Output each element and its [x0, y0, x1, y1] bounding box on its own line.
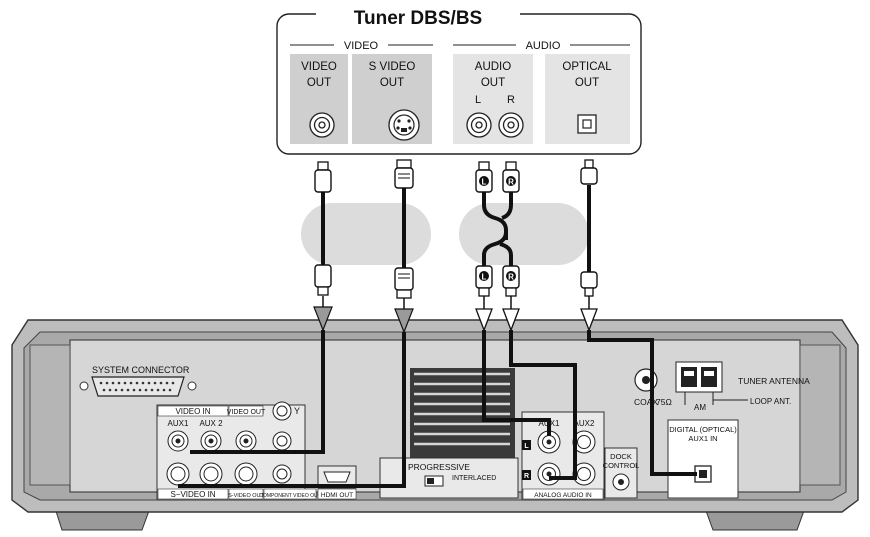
video-aux1-label: AUX1 — [168, 419, 189, 428]
progressive-switch-block: PROGRESSIVE INTERLACED — [379, 457, 519, 499]
audio-group-label: AUDIO — [526, 40, 561, 52]
analog-audio-in-label: ANALOG AUDIO IN — [534, 492, 592, 499]
rca-audio-r-jack-icon — [498, 112, 524, 138]
side-l-label: L — [524, 443, 529, 450]
system-connector: SYSTEM CONNECTOR — [79, 365, 197, 397]
video-plug-top-icon — [314, 161, 332, 193]
audio-cable-highlight — [459, 203, 589, 265]
video-out-label-1: VIDEO — [301, 61, 337, 73]
dock-control-label-2: CONTROL — [603, 461, 640, 470]
system-connector-label: SYSTEM CONNECTOR — [92, 365, 190, 375]
audio-l-label: L — [475, 94, 481, 106]
component-y-jack-icon — [272, 401, 292, 421]
digital-optical-block: DIGITAL (OPTICAL) AUX1 IN — [667, 419, 739, 499]
video-out-jack-icon — [235, 430, 257, 452]
video-cable-highlight — [301, 203, 431, 265]
video-aux2-jack-icon — [200, 430, 222, 452]
audio-r-plug-top-icon: R — [502, 161, 520, 193]
cable-routing — [178, 330, 697, 488]
audio-l-input-arrow-icon — [475, 296, 493, 332]
antenna-block: COAX 75Ω AM LOOP ANT. TUNER ANTENNA — [634, 361, 810, 412]
side-r-label: R — [524, 473, 529, 480]
svideo-out-label: S-VIDEO OUT — [228, 493, 264, 499]
svideo-plug-bottom-icon — [394, 267, 414, 299]
dock-control-label-1: DOCK — [610, 452, 632, 461]
svideo-out-jack-icon — [234, 462, 258, 486]
optical-jack-icon — [577, 114, 597, 134]
progressive-label: PROGRESSIVE — [408, 462, 470, 472]
audio-r-plug-bottom-icon: R — [502, 265, 520, 297]
svideo-out-label-2: OUT — [380, 77, 404, 89]
svideo-in-label: S−VIDEO IN — [170, 490, 215, 499]
video-in-label: VIDEO IN — [175, 407, 210, 416]
analog-aux2-r-jack-icon — [572, 462, 596, 486]
video-plug-bottom-icon — [314, 264, 332, 296]
audio-out-label-2: OUT — [481, 77, 505, 89]
svideo-plug-top-icon — [394, 159, 414, 189]
svideo-in-aux2-jack-icon — [199, 462, 223, 486]
audio-r-input-arrow-icon — [502, 296, 520, 332]
optical-out-label-1: OPTICAL — [562, 61, 612, 73]
rca-video-jack-icon — [309, 112, 335, 138]
audio-l-plug-bottom-icon: L — [475, 265, 493, 297]
coax-ohm-label: 75Ω — [656, 397, 672, 407]
component-video-out-label: COMPONENT VIDEO OUT — [259, 493, 320, 499]
tuner-antenna-label: TUNER ANTENNA — [738, 376, 810, 386]
optical-plug-bottom-icon — [580, 271, 598, 297]
analog-aux1-r-jack-icon — [537, 462, 561, 486]
hdmi-out-block: HDMI OUT — [317, 465, 357, 500]
analog-aux2-label: AUX2 — [574, 419, 595, 428]
video-out-label-2: OUT — [307, 77, 331, 89]
component-pr-jack-icon — [272, 464, 292, 484]
audio-r-label: R — [507, 94, 515, 106]
audio-l-plug-top-icon: L — [475, 161, 493, 193]
video-out-label: VIDEO OUT — [227, 409, 266, 416]
video-input-arrow-icon — [313, 296, 333, 332]
svideo-in-aux1-jack-icon — [166, 462, 190, 486]
optical-out-label-2: OUT — [575, 77, 599, 89]
optical-plug-top-icon — [580, 159, 598, 185]
analog-audio-in-block: AUX1 AUX2 L R ANALOG AUDIO IN — [521, 411, 605, 501]
cables — [321, 185, 591, 272]
dock-control-block: DOCK CONTROL — [603, 447, 640, 499]
interlaced-label: INTERLACED — [452, 475, 496, 482]
loop-ant-label: LOOP ANT. — [750, 397, 791, 406]
hdmi-out-label: HDMI OUT — [321, 492, 353, 499]
svideo-jack-icon — [388, 109, 420, 141]
plug-r-top-label: R — [508, 178, 514, 187]
component-pb-jack-icon — [272, 431, 292, 451]
rca-audio-l-jack-icon — [466, 112, 492, 138]
plug-l-top-label: L — [482, 178, 487, 187]
audio-out-label-1: AUDIO — [475, 61, 511, 73]
svideo-out-label-1: S VIDEO — [369, 61, 416, 73]
svideo-input-arrow-icon — [394, 298, 414, 334]
component-y-label: Y — [294, 406, 300, 416]
digital-optical-label-2: AUX1 IN — [688, 434, 717, 443]
digital-optical-label-1: DIGITAL (OPTICAL) — [669, 425, 737, 434]
coax-label: COAX — [634, 397, 658, 407]
tuner-title: Tuner DBS/BS — [354, 8, 482, 29]
tuner-box: Tuner DBS/BS VIDEO AUDIO VIDEO OUT S VID… — [276, 2, 642, 155]
am-label: AM — [694, 403, 706, 412]
video-aux2-label: AUX 2 — [199, 419, 223, 428]
fan-vent — [410, 368, 515, 458]
video-group-label: VIDEO — [344, 40, 379, 52]
video-aux1-jack-icon — [167, 430, 189, 452]
plug-r-bottom-label: R — [508, 273, 514, 282]
optical-input-arrow-icon — [580, 296, 598, 332]
plug-l-bottom-label: L — [482, 273, 487, 282]
